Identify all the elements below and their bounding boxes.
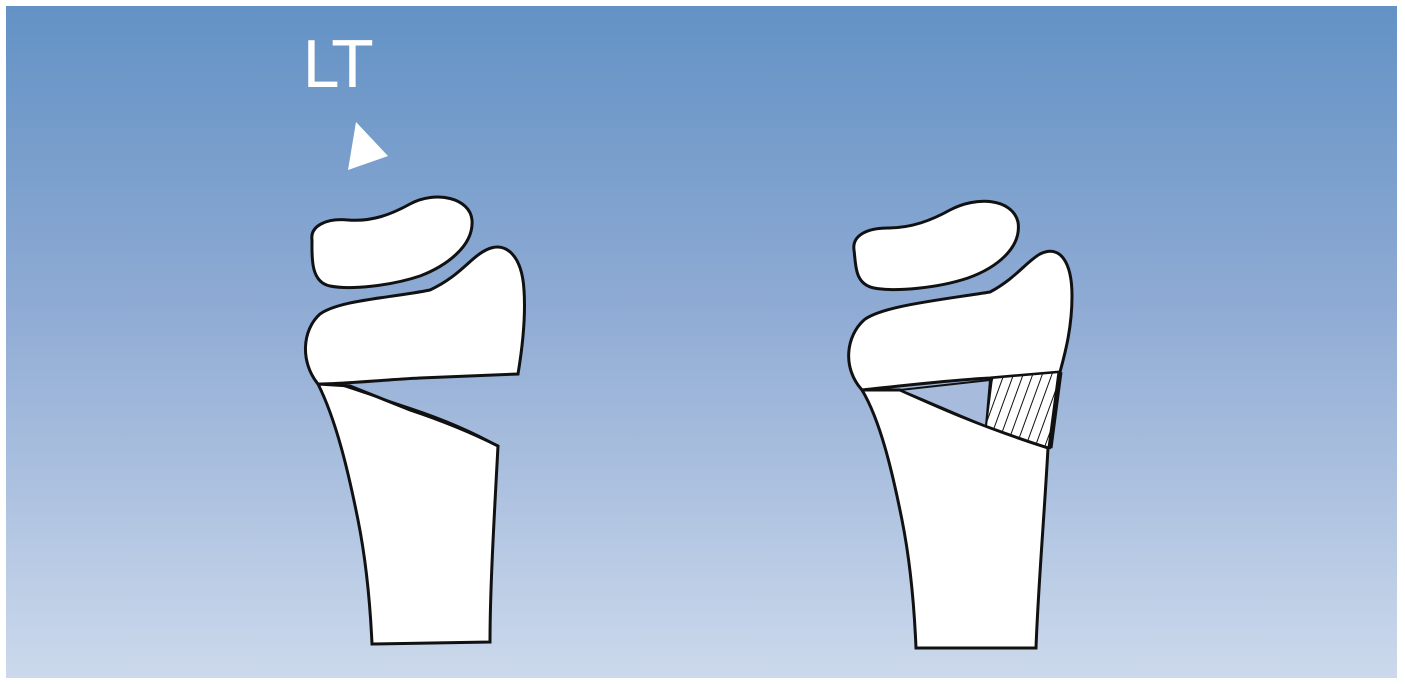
left-upper-bone [312, 197, 472, 287]
left-panel [305, 197, 524, 644]
left-shaft-bone [318, 384, 498, 644]
right-upper-bone [854, 201, 1019, 289]
triangle-pointer-icon [348, 122, 388, 170]
figure-canvas: LT [6, 6, 1397, 678]
diagram-svg [6, 6, 1397, 678]
right-panel [849, 201, 1072, 648]
